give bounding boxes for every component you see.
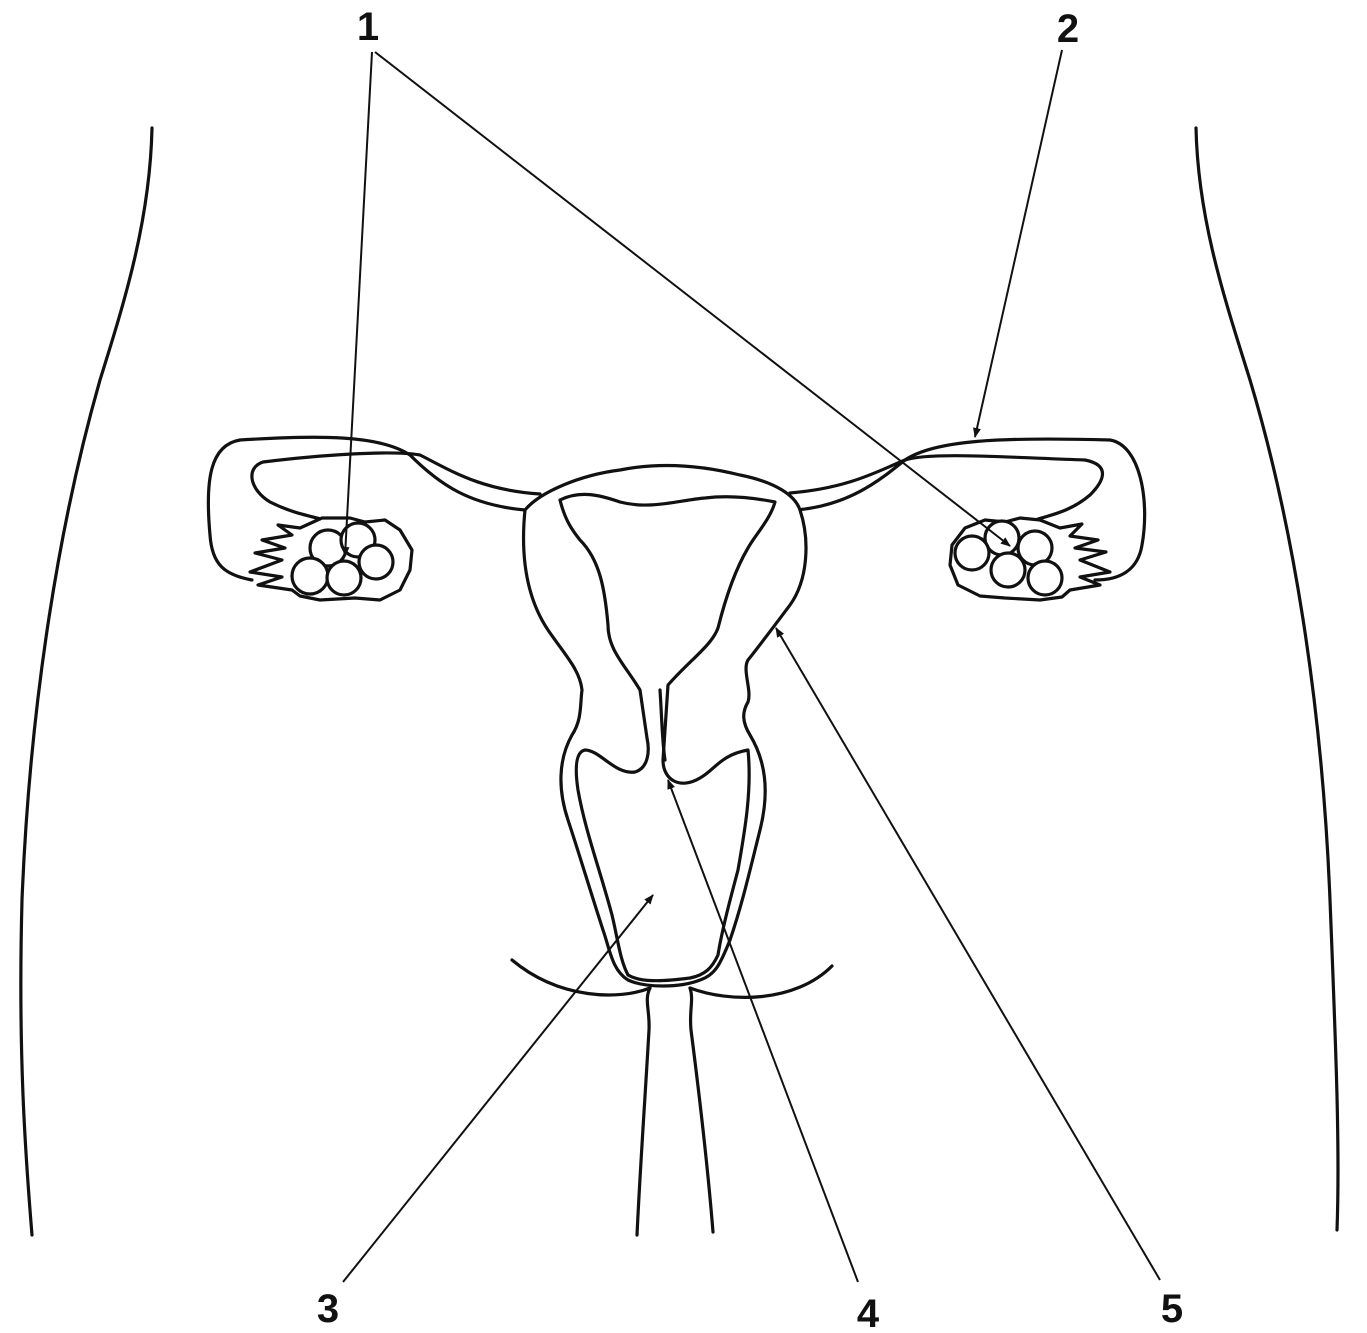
label-4: 4 — [857, 1292, 880, 1333]
label-3: 3 — [317, 1287, 339, 1331]
body-outline-left — [21, 128, 152, 1235]
label-1: 1 — [357, 5, 379, 49]
label-5-pointer — [776, 628, 1160, 1280]
right-ovary-follicle — [991, 553, 1025, 587]
right-fallopian-tube-inner — [790, 456, 1103, 520]
vaginal-canal-right — [690, 988, 713, 1232]
vaginal-canal-left — [637, 988, 650, 1235]
label-3-pointer — [343, 895, 653, 1282]
label-1-pointer-left — [345, 52, 372, 556]
left-fallopian-tube-inner — [252, 453, 540, 520]
left-ovary-follicle — [327, 561, 361, 595]
left-ovary-follicle — [359, 545, 393, 579]
left-ovary-follicle — [292, 558, 328, 594]
label-2-pointer — [975, 50, 1062, 437]
right-ovary-follicle — [1028, 561, 1062, 595]
label-4-pointer — [668, 780, 858, 1282]
right-ovary-follicle — [955, 536, 989, 570]
label-5: 5 — [1161, 1287, 1183, 1331]
body-outline-right — [1196, 128, 1338, 1230]
label-2: 2 — [1057, 7, 1079, 51]
